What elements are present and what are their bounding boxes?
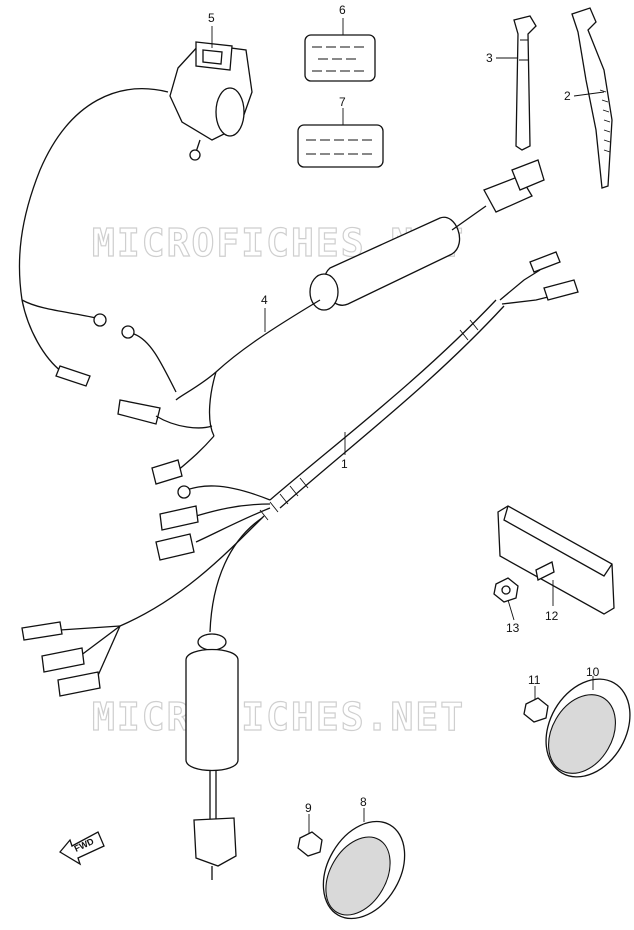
callout-3: 3 [486, 51, 493, 65]
fwd-arrow-icon: FWD [59, 831, 105, 866]
callout-1: 1 [341, 457, 348, 471]
callout-12: 12 [545, 609, 559, 623]
callout-11: 11 [528, 673, 541, 687]
callout-9: 9 [305, 801, 312, 815]
callout-7: 7 [339, 95, 346, 109]
cable-tie-part-2 [571, 7, 613, 189]
callout-10: 10 [586, 665, 600, 679]
sub-harness-part-4 [18, 88, 545, 485]
watermark-bottom: MICROFICHES.NET [92, 695, 465, 739]
reflector-part-8 [322, 820, 406, 920]
main-harness-part-1 [21, 251, 579, 880]
reflector-part-12 [497, 505, 615, 615]
callout-4: 4 [261, 293, 268, 307]
reflector-part-10 [545, 678, 631, 778]
callout-8: 8 [360, 795, 367, 809]
leader-lines [211, 18, 605, 834]
label-part-6 [304, 34, 376, 82]
callout-2: 2 [564, 89, 571, 103]
callout-6: 6 [339, 3, 346, 17]
cable-tie-part-3 [513, 15, 537, 151]
nut-part-13 [493, 577, 519, 603]
nut-part-9 [297, 831, 323, 857]
switch-part-5 [169, 41, 253, 161]
callout-13: 13 [506, 621, 520, 635]
callout-5: 5 [208, 11, 215, 25]
nut-part-11 [523, 697, 549, 723]
label-part-7 [297, 124, 384, 168]
